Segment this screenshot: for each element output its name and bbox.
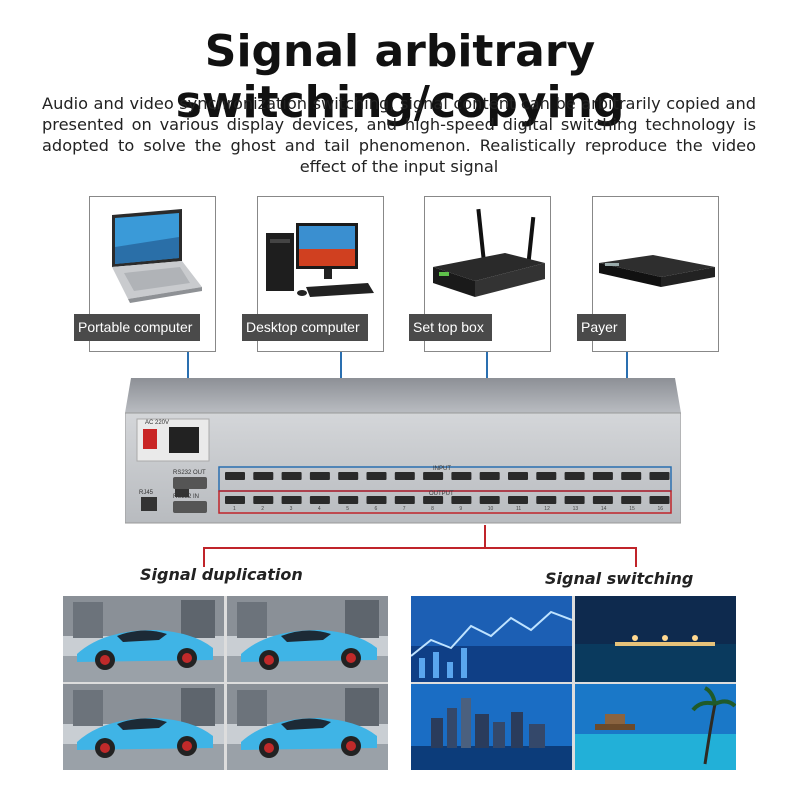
output-connector bbox=[484, 525, 486, 549]
output-port bbox=[253, 496, 274, 504]
source-label: Desktop computer bbox=[242, 314, 368, 341]
input-port bbox=[649, 472, 670, 480]
night-pier-image bbox=[574, 596, 736, 682]
port-number: 7 bbox=[403, 506, 406, 512]
input-port bbox=[536, 472, 557, 480]
output-port bbox=[366, 496, 387, 504]
city-skyline-image bbox=[411, 684, 572, 770]
output-port bbox=[394, 496, 415, 504]
source-card-desktop: Desktop computer bbox=[242, 196, 384, 352]
output-port bbox=[309, 496, 330, 504]
input-port bbox=[309, 472, 330, 480]
rs232-out-label: RS232 OUT bbox=[173, 470, 206, 476]
output-port bbox=[451, 496, 472, 504]
port-number: 14 bbox=[601, 506, 607, 512]
output-label: OUTPUT bbox=[429, 491, 454, 497]
port-number: 8 bbox=[431, 506, 434, 512]
output-port bbox=[225, 496, 245, 504]
source-label: Payer bbox=[577, 314, 626, 341]
port-number: 4 bbox=[318, 506, 321, 512]
matrix-switcher-device: AC 220V RS232 OUT RS232 IN RJ45 INPUT OU… bbox=[125, 378, 681, 524]
car-image bbox=[226, 596, 388, 682]
input-port bbox=[394, 472, 415, 480]
input-port bbox=[451, 472, 472, 480]
input-port bbox=[423, 472, 444, 480]
source-label: Set top box bbox=[409, 314, 492, 341]
input-label: INPUT bbox=[433, 466, 451, 472]
input-port bbox=[479, 472, 500, 480]
input-port bbox=[281, 472, 302, 480]
input-connector bbox=[187, 352, 189, 380]
port-number: 6 bbox=[375, 506, 378, 512]
port-number: 1 bbox=[233, 506, 236, 512]
input-port bbox=[225, 472, 245, 480]
output-port-frame bbox=[218, 490, 672, 514]
port-number: 13 bbox=[573, 506, 579, 512]
input-port bbox=[508, 472, 528, 480]
rj45-label: RJ45 bbox=[139, 490, 154, 496]
input-port bbox=[366, 472, 387, 480]
stock-chart-image bbox=[411, 596, 572, 682]
input-port bbox=[592, 472, 613, 480]
source-card-laptop: Portable computer bbox=[74, 196, 216, 352]
output-connector bbox=[635, 547, 637, 567]
set-top-box-icon bbox=[433, 208, 545, 297]
input-port bbox=[564, 472, 585, 480]
rs232-in-label: RS232 IN bbox=[173, 494, 199, 500]
port-number: 5 bbox=[346, 506, 349, 512]
input-port bbox=[253, 472, 274, 480]
port-number: 11 bbox=[516, 506, 521, 512]
port-number: 9 bbox=[459, 506, 462, 512]
port-number: 15 bbox=[629, 506, 635, 512]
power-label: AC 220V bbox=[145, 420, 169, 426]
output-connector bbox=[203, 547, 205, 567]
description: Audio and video synchronization switchin… bbox=[42, 94, 756, 176]
switching-video-wall bbox=[411, 596, 736, 770]
output-port bbox=[564, 496, 585, 504]
car-image bbox=[226, 684, 388, 770]
beach-resort-image bbox=[574, 684, 736, 770]
output-port bbox=[423, 496, 444, 504]
output-port bbox=[536, 496, 557, 504]
output-port bbox=[508, 496, 528, 504]
output-port bbox=[281, 496, 302, 504]
input-port bbox=[621, 472, 642, 480]
car-image bbox=[63, 684, 224, 770]
output-bus-line bbox=[203, 547, 637, 549]
duplication-video-wall bbox=[63, 596, 388, 770]
port-number: 3 bbox=[290, 506, 293, 512]
input-connector bbox=[486, 352, 488, 378]
source-card-player: Payer bbox=[577, 196, 719, 352]
output-port bbox=[338, 496, 359, 504]
port-number: 2 bbox=[261, 506, 264, 512]
input-port bbox=[338, 472, 359, 480]
laptop-icon bbox=[112, 209, 202, 303]
output-port bbox=[649, 496, 670, 504]
desktop-computer-icon bbox=[266, 223, 374, 297]
player-icon bbox=[599, 255, 715, 287]
page-title: Signal arbitrary switching/copying bbox=[175, 26, 625, 128]
source-label: Portable computer bbox=[74, 314, 201, 341]
switching-heading: Signal switching bbox=[545, 569, 694, 588]
port-number: 16 bbox=[658, 506, 664, 512]
port-number: 12 bbox=[544, 506, 550, 512]
car-image bbox=[63, 596, 224, 682]
duplication-heading: Signal duplication bbox=[140, 565, 303, 584]
input-connector bbox=[626, 352, 628, 380]
source-card-settop: Set top box bbox=[409, 196, 551, 352]
output-port bbox=[479, 496, 500, 504]
port-number: 10 bbox=[488, 506, 494, 512]
output-port bbox=[621, 496, 642, 504]
output-port bbox=[592, 496, 613, 504]
